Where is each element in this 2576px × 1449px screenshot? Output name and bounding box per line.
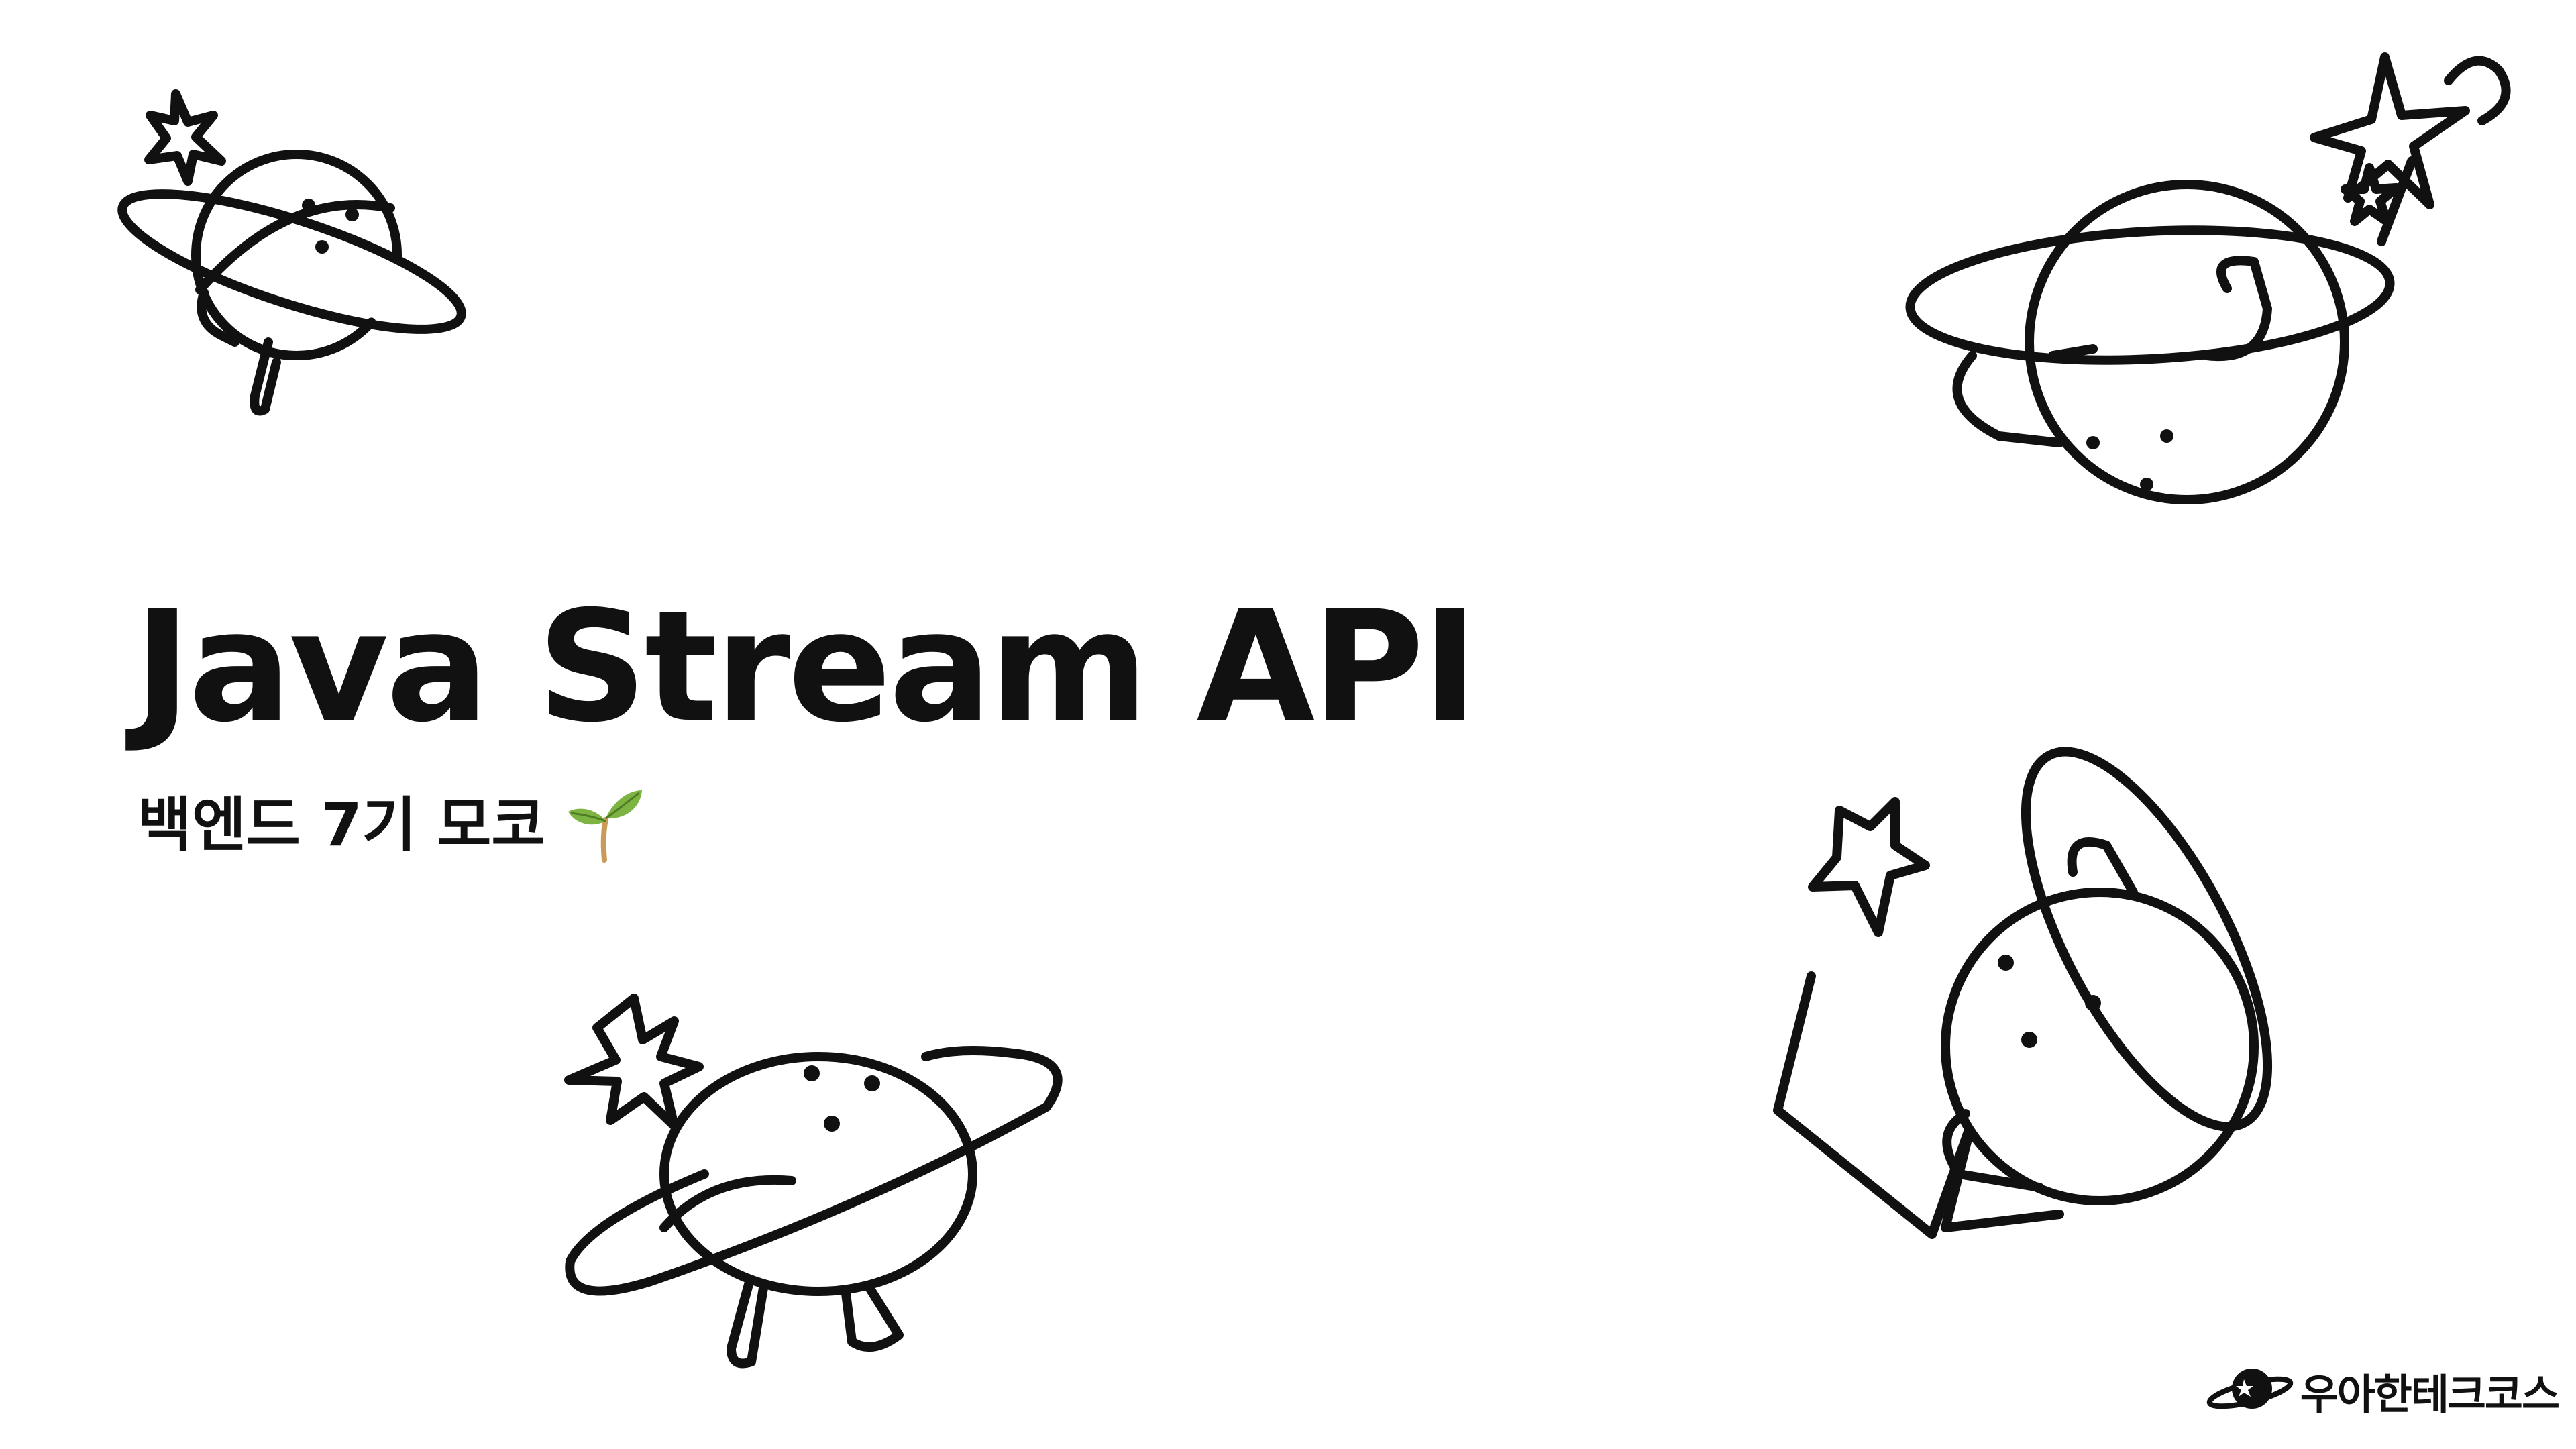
star-icon (1808, 797, 1930, 937)
eye-dot (315, 240, 329, 254)
eye-dot (804, 1065, 820, 1081)
eye-dot (2085, 995, 2101, 1011)
star-icon (144, 89, 226, 186)
brand-name: 우아한테크코스 (2300, 1370, 2560, 1419)
eye-dot (2086, 436, 2100, 449)
eye-dot (345, 208, 359, 221)
planet-body (1905, 180, 2395, 504)
brand-logo: 우아한테크코스 (2206, 1354, 2560, 1428)
planet-logo-icon (2206, 1359, 2294, 1422)
planet-character-bottom-right (1773, 747, 2273, 1239)
planet-ring (117, 150, 466, 360)
planet-character-top-left (117, 89, 466, 416)
planet-character-bottom-center (564, 994, 1063, 1368)
eye-dot (302, 199, 315, 212)
eye-dot (2021, 1032, 2037, 1048)
sprout-icon (564, 785, 645, 865)
eye-dot (1998, 955, 2014, 971)
star-icon (2310, 52, 2511, 246)
eye-dot (2140, 478, 2153, 491)
planet-ring (2021, 747, 2273, 1132)
sign-board (1773, 971, 2064, 1239)
eye-dot (864, 1075, 880, 1091)
slide-title: Java Stream API (134, 578, 1479, 756)
planet-body (659, 1052, 977, 1368)
slide-subtitle: 백엔드 7기 모코 (138, 790, 546, 859)
small-star-icon (2341, 163, 2401, 226)
subtitle-row: 백엔드 7기 모코 (138, 785, 645, 865)
planet-ring (565, 1046, 1063, 1296)
eye-dot (2160, 429, 2174, 443)
planet-character-top-right (1905, 52, 2511, 504)
planet-body (1941, 888, 2259, 1205)
star-icon (564, 994, 704, 1130)
eye-dot (824, 1116, 840, 1132)
